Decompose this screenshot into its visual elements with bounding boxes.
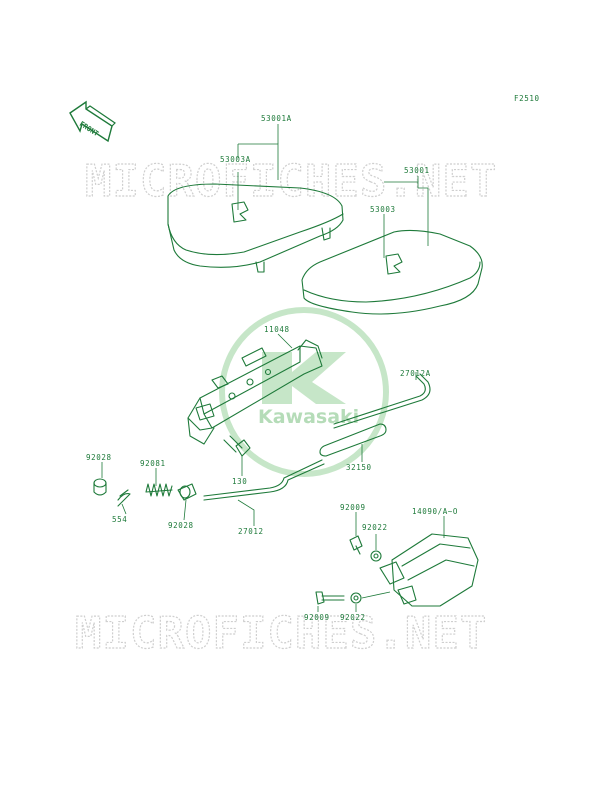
label-92081: 92081 xyxy=(140,459,166,468)
cable-27012a xyxy=(333,373,431,429)
cap-92028-left xyxy=(93,478,107,496)
label-92028-right: 92028 xyxy=(168,521,194,530)
svg-text:Kawasaki: Kawasaki xyxy=(258,406,359,428)
leader-lines xyxy=(101,124,445,612)
label-27012: 27012 xyxy=(238,527,264,536)
front-seat xyxy=(167,183,344,273)
washer-92022-upper xyxy=(370,550,382,562)
label-32150: 32150 xyxy=(346,463,372,472)
seat-bracket xyxy=(187,339,323,445)
label-27012a: 27012A xyxy=(400,369,431,378)
washer-92022-lower xyxy=(350,592,362,604)
spring-92081 xyxy=(145,483,173,497)
kawasaki-logo: Kawasaki xyxy=(219,307,389,477)
figure-code: F2510 xyxy=(514,94,540,103)
label-53003a: 53003A xyxy=(220,155,251,164)
label-92028-left: 92028 xyxy=(86,453,112,462)
cap-92028-right xyxy=(177,483,197,501)
hose-32150 xyxy=(319,423,387,457)
label-53001: 53001 xyxy=(404,166,430,175)
rear-seat xyxy=(301,229,483,315)
label-92009-lower: 92009 xyxy=(304,613,330,622)
label-92022-upper: 92022 xyxy=(362,523,388,532)
bolt-92009-lower xyxy=(315,591,345,605)
label-14090: 14090/A~O xyxy=(412,507,458,516)
seat-lock-cover xyxy=(379,533,479,607)
pin-554 xyxy=(117,489,131,507)
label-554: 554 xyxy=(112,515,127,524)
bolt-130 xyxy=(223,435,251,457)
label-130: 130 xyxy=(232,477,247,486)
label-53001a: 53001A xyxy=(261,114,292,123)
label-92009-upper: 92009 xyxy=(340,503,366,512)
label-92022-lower: 92022 xyxy=(340,613,366,622)
cable-27012 xyxy=(203,459,325,501)
watermark-top: MICROFICHES.NET xyxy=(85,156,497,207)
front-arrow-icon: FRONT xyxy=(69,100,116,143)
label-11048: 11048 xyxy=(264,325,290,334)
watermark-bottom: MICROFICHES.NET xyxy=(75,608,487,659)
bolt-92009-upper xyxy=(349,535,363,555)
label-53003: 53003 xyxy=(370,205,396,214)
